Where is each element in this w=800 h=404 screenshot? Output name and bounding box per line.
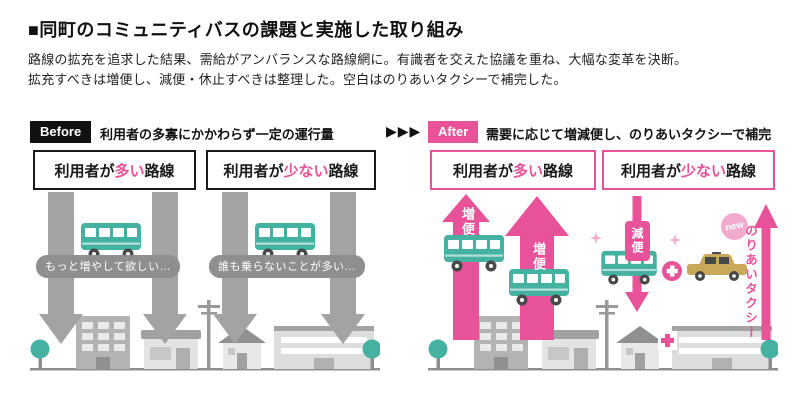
taxi-icon: [687, 252, 747, 281]
city-skyline: [30, 300, 380, 371]
before-box-many-riders: 利用者が多い路線: [33, 150, 196, 190]
intro-line-2: 拡充すべきは増便し、減便・休止すべきは整理した。空白はのりあいタクシーで補完した…: [28, 72, 567, 87]
increase-label-2: 増便: [531, 242, 546, 272]
ride-share-taxi-label: のりあいタクシー: [743, 224, 757, 340]
after-box-many-riders: 利用者が多い路線: [430, 150, 596, 190]
before-illustration: [30, 192, 380, 375]
after-tag: After: [428, 121, 479, 143]
speech-bubble-more-buses: もっと増やして欲しい…: [36, 255, 181, 278]
before-heading: 利用者の多寡にかかわらず一定の運行量: [100, 127, 334, 142]
intro-line-1: 路線の拡充を追求した結果、需給がアンバランスな路線網に。有識者を交えた協議を重ね…: [28, 52, 688, 67]
increase-label-1: 増便: [460, 207, 475, 237]
speech-bubble-empty-buses: 誰も乗らないことが多い…: [209, 255, 365, 278]
sparkle-icon: [590, 232, 602, 244]
after-box-few-riders: 利用者が少ない路線: [602, 150, 775, 190]
before-tag: Before: [30, 121, 92, 143]
decrease-label: 減便: [625, 221, 650, 261]
before-after-arrows-icon: ▶▶▶: [386, 123, 422, 139]
intro-text: 路線の拡充を追求した結果、需給がアンバランスな路線網に。有識者を交えた協議を重ね…: [28, 50, 687, 90]
gray-down-arrows-icon: [39, 192, 365, 344]
hospital-cross-icon: [658, 331, 677, 350]
city-skyline: [428, 300, 778, 371]
before-box-few-riders: 利用者が少ない路線: [206, 150, 376, 190]
sparkle-icon: [669, 234, 681, 246]
plus-icon: [666, 265, 678, 277]
page-title: ■同町のコミュニティバスの課題と実施した取り組み: [28, 20, 464, 40]
after-heading: 需要に応じて増減便し、のりあいタクシーで補完: [486, 127, 772, 142]
